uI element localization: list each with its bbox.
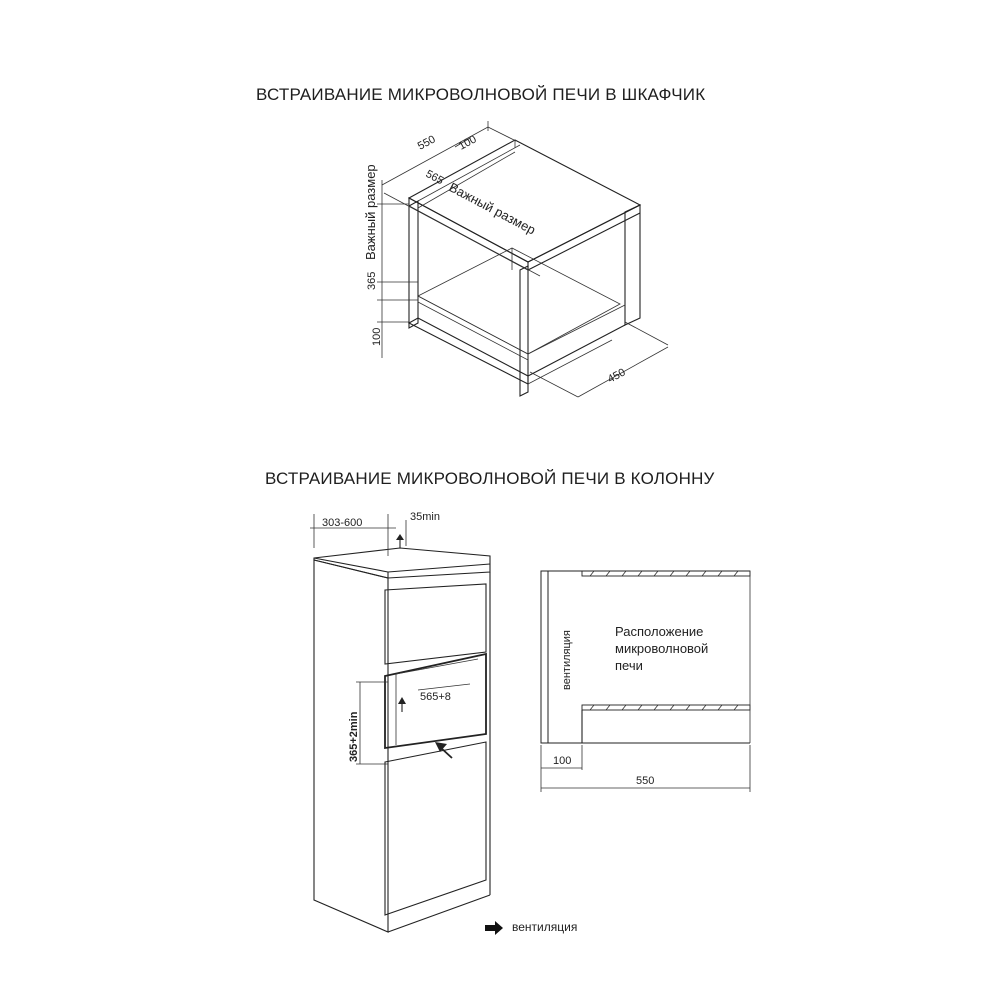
cabinet-heading: ВСТРАИВАНИЕ МИКРОВОЛНОВОЙ ПЕЧИ В ШКАФЧИК — [256, 85, 706, 104]
arrow-icon — [485, 921, 503, 935]
column-diagram: 303-600 35min 365+2min 565+8 — [310, 511, 491, 933]
location-label-line3: печи — [615, 658, 643, 673]
dim-303-600: 303-600 — [322, 517, 362, 529]
cabinet-diagram: 550 100 565 Важный размер Важный размер … — [363, 121, 669, 398]
location-label-line2: микроволновой — [615, 641, 708, 656]
dim-100-top: 100 — [457, 133, 479, 152]
legend: вентиляция — [485, 920, 577, 935]
location-label-line1: Расположение — [615, 624, 703, 639]
dim-565-8: 565+8 — [420, 691, 451, 703]
legend-label: вентиляция — [512, 920, 577, 934]
important-size-vertical: Важный размер — [363, 164, 378, 260]
dim-550-side: 550 — [636, 775, 654, 787]
column-heading: ВСТРАИВАНИЕ МИКРОВОЛНОВОЙ ПЕЧИ В КОЛОННУ — [265, 469, 715, 488]
dim-35min: 35min — [410, 511, 440, 523]
ventilation-vertical-label: вентиляция — [561, 630, 573, 690]
side-view-diagram: вентиляция Расположение микроволновой пе… — [540, 570, 751, 792]
dim-100-left: 100 — [371, 328, 383, 346]
important-size-horizontal: Важный размер — [447, 179, 539, 237]
dim-550-top: 550 — [416, 133, 438, 152]
dim-565: 565 — [424, 168, 446, 187]
dim-450: 450 — [606, 366, 628, 385]
dim-100-side: 100 — [553, 755, 571, 767]
dim-365: 365 — [366, 272, 378, 290]
dim-365-2min: 365+2min — [348, 711, 360, 762]
